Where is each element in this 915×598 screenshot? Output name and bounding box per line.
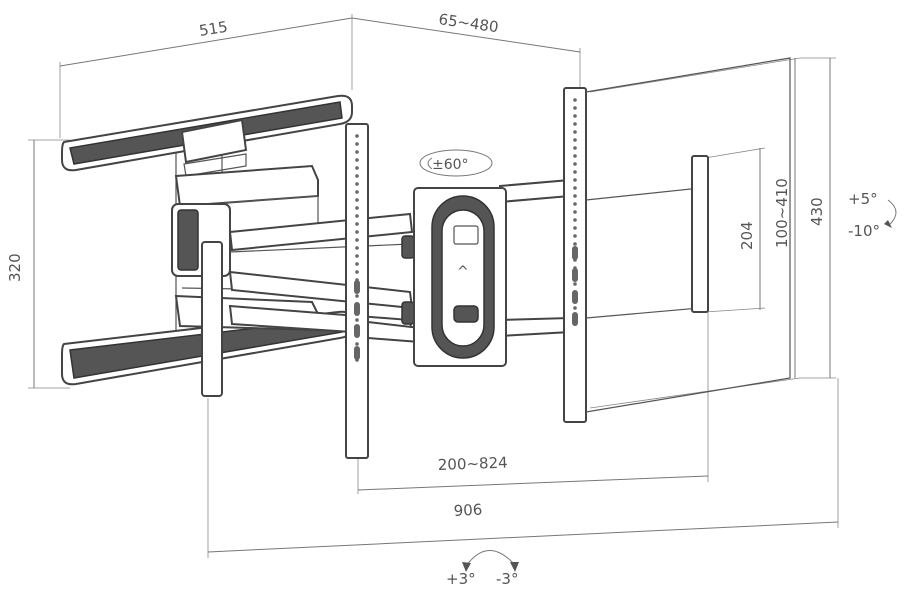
mounting-hole bbox=[355, 158, 359, 162]
mounting-slot bbox=[572, 312, 578, 326]
dim-arm-width-label: 515 bbox=[198, 18, 229, 40]
mounting-hole bbox=[355, 342, 359, 346]
mounting-hole bbox=[573, 122, 577, 126]
dim-vesa-horizontal: 200~824 bbox=[357, 312, 709, 494]
tilt-arrow-icon bbox=[887, 199, 897, 227]
mounting-hole bbox=[573, 202, 577, 206]
mounting-slot bbox=[354, 346, 360, 360]
swivel-indicator: ±60° bbox=[419, 149, 493, 177]
mounting-hole bbox=[573, 194, 577, 198]
mounting-hole bbox=[573, 218, 577, 222]
mounting-hole bbox=[573, 154, 577, 158]
swivel-label: ±60° bbox=[432, 157, 469, 173]
mounting-slot bbox=[354, 280, 360, 294]
dim-overall-width-label: 906 bbox=[453, 501, 483, 520]
mounting-hole bbox=[355, 238, 359, 242]
mounting-slot bbox=[354, 324, 360, 338]
level-arrow-icon bbox=[465, 550, 515, 567]
mounting-slot bbox=[572, 290, 578, 304]
dim-vesa-vertical: 100~410 bbox=[589, 57, 801, 409]
mounting-hole bbox=[355, 166, 359, 170]
mounting-hole bbox=[573, 98, 577, 102]
mounting-hole bbox=[355, 142, 359, 146]
tilt-up-label: +5° bbox=[848, 190, 878, 208]
mounting-hole bbox=[355, 262, 359, 266]
mount-drawing: ^ bbox=[61, 57, 791, 459]
mounting-hole bbox=[355, 318, 359, 322]
mounting-hole bbox=[573, 114, 577, 118]
level-indicator: +3° -3° bbox=[446, 550, 519, 588]
dim-wall-distance: 65~480 bbox=[351, 10, 581, 90]
mounting-hole bbox=[355, 222, 359, 226]
mounting-slot bbox=[572, 246, 578, 260]
mounting-hole bbox=[573, 210, 577, 214]
dim-vesa-vertical-label: 100~410 bbox=[773, 178, 791, 248]
mounting-hole bbox=[355, 190, 359, 194]
mounting-hole bbox=[355, 294, 359, 298]
dim-inner-height-label: 204 bbox=[738, 221, 756, 250]
dim-inner-height: 204 bbox=[704, 147, 766, 313]
up-arrow-icon: ^ bbox=[457, 264, 469, 280]
upper-arm bbox=[174, 164, 319, 208]
mounting-hole bbox=[573, 170, 577, 174]
mounting-slot bbox=[354, 302, 360, 316]
mounting-hole bbox=[355, 230, 359, 234]
mounting-hole bbox=[355, 246, 359, 250]
mounting-hole bbox=[355, 270, 359, 274]
mounting-hole bbox=[573, 130, 577, 134]
dim-overall-height: 430 bbox=[800, 57, 836, 379]
mounting-hole bbox=[355, 214, 359, 218]
mounting-hole bbox=[355, 174, 359, 178]
mounting-hole bbox=[573, 162, 577, 166]
level-minus-label: -3° bbox=[496, 570, 518, 588]
mounting-hole bbox=[573, 234, 577, 238]
tilt-indicator: +5° -10° bbox=[848, 190, 897, 240]
mounting-hole bbox=[355, 206, 359, 210]
dim-overall-width: 906 bbox=[207, 378, 839, 558]
mounting-hole bbox=[573, 306, 577, 310]
dim-vesa-horizontal-label: 200~824 bbox=[438, 454, 508, 474]
mounting-hole bbox=[573, 106, 577, 110]
mounting-hole bbox=[573, 226, 577, 230]
mounting-hole bbox=[573, 186, 577, 190]
dim-wall-plate-height: 320 bbox=[6, 139, 70, 389]
dim-overall-height-label: 430 bbox=[808, 197, 826, 226]
dim-wall-plate-height-label: 320 bbox=[6, 253, 24, 282]
mounting-slot bbox=[572, 268, 578, 282]
tilt-arrowhead bbox=[884, 220, 892, 228]
mounting-hole bbox=[573, 146, 577, 150]
mounting-hole bbox=[355, 150, 359, 154]
mounting-hole bbox=[355, 254, 359, 258]
mounting-hole bbox=[573, 242, 577, 246]
dim-arm-width: 515 bbox=[59, 14, 353, 138]
tv-bracket-left-front bbox=[201, 241, 223, 397]
mounting-hole bbox=[573, 282, 577, 286]
mounting-hole bbox=[355, 198, 359, 202]
mounting-hole bbox=[355, 134, 359, 138]
mounting-hole bbox=[355, 182, 359, 186]
level-plus-label: +3° bbox=[446, 570, 476, 588]
mounting-hole bbox=[573, 178, 577, 182]
mounting-hole bbox=[573, 138, 577, 142]
tilt-down-label: -10° bbox=[848, 222, 880, 240]
